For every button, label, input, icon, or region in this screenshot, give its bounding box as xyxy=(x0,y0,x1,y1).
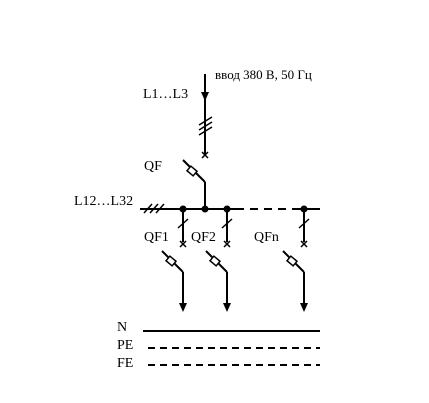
input-phases-label: L1…L3 xyxy=(143,87,188,102)
junction-main xyxy=(201,205,209,213)
bus-label: L12…L32 xyxy=(74,194,133,209)
qf1-arrow xyxy=(179,303,187,312)
qfn-arrow xyxy=(300,303,308,312)
qf1-label: QF1 xyxy=(144,230,169,245)
three-phase-ticks-bus xyxy=(143,203,165,214)
pe-label: PE xyxy=(117,338,133,353)
feeder-qf2 xyxy=(205,209,233,304)
contact-cross-incoming xyxy=(201,151,209,159)
qf2-label: QF2 xyxy=(191,230,216,245)
qfn-label: QFn xyxy=(254,230,279,245)
main-breaker-trip-element xyxy=(185,165,199,177)
main-breaker-qf xyxy=(182,159,206,209)
feeder-qf1 xyxy=(161,209,189,304)
supply-label: ввод 380 В, 50 Гц xyxy=(215,67,312,82)
three-phase-ticks-incoming xyxy=(198,116,213,136)
fe-label: FE xyxy=(117,356,133,371)
qf2-arrow xyxy=(223,303,231,312)
incoming-arrow xyxy=(201,92,209,101)
main-breaker-label: QF xyxy=(144,159,162,174)
neutral-label: N xyxy=(117,320,127,335)
feeder-qfn xyxy=(282,209,310,304)
